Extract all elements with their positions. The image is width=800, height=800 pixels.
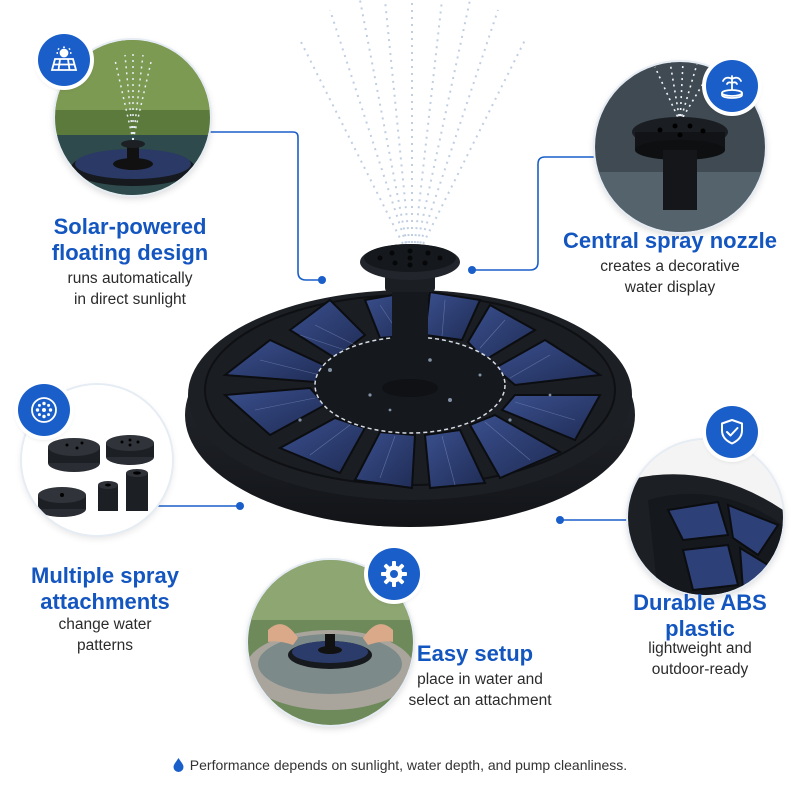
attachments-title: Multiple spray attachments [31, 563, 179, 614]
durable-photo [628, 440, 783, 595]
attachments-subtitle: change water patterns [58, 616, 152, 654]
footer-text: Performance depends on sunlight, water d… [189, 757, 628, 773]
spray-head-icon [18, 384, 70, 436]
water-drop-icon [173, 758, 184, 772]
connector-dot-durable [556, 516, 564, 524]
setup-subtitle: place in water and select an attachment [408, 671, 552, 709]
solar-panel-icon [38, 34, 90, 86]
durable-title: Durable ABS plastic [633, 590, 767, 641]
nozzle-title: Central spray nozzle [563, 228, 777, 253]
solar-title: Solar-powered floating design [51, 214, 209, 265]
durable-subtitle: lightweight and outdoor-ready [648, 640, 752, 678]
footer-note: Performance depends on sunlight, water d… [0, 757, 800, 773]
connector-dot-solar [318, 276, 326, 284]
shield-check-icon [706, 406, 758, 458]
fountain-icon [706, 60, 758, 112]
solar-fountain-product [185, 0, 635, 527]
setup-title: Easy setup [416, 641, 534, 666]
nozzle-subtitle: creates a decorative water display [600, 258, 740, 296]
connector-dot-nozzle [468, 266, 476, 274]
gear-icon [368, 548, 420, 600]
connector-dot-attachments [236, 502, 244, 510]
solar-subtitle: runs automatically in direct sunlight [67, 270, 193, 308]
